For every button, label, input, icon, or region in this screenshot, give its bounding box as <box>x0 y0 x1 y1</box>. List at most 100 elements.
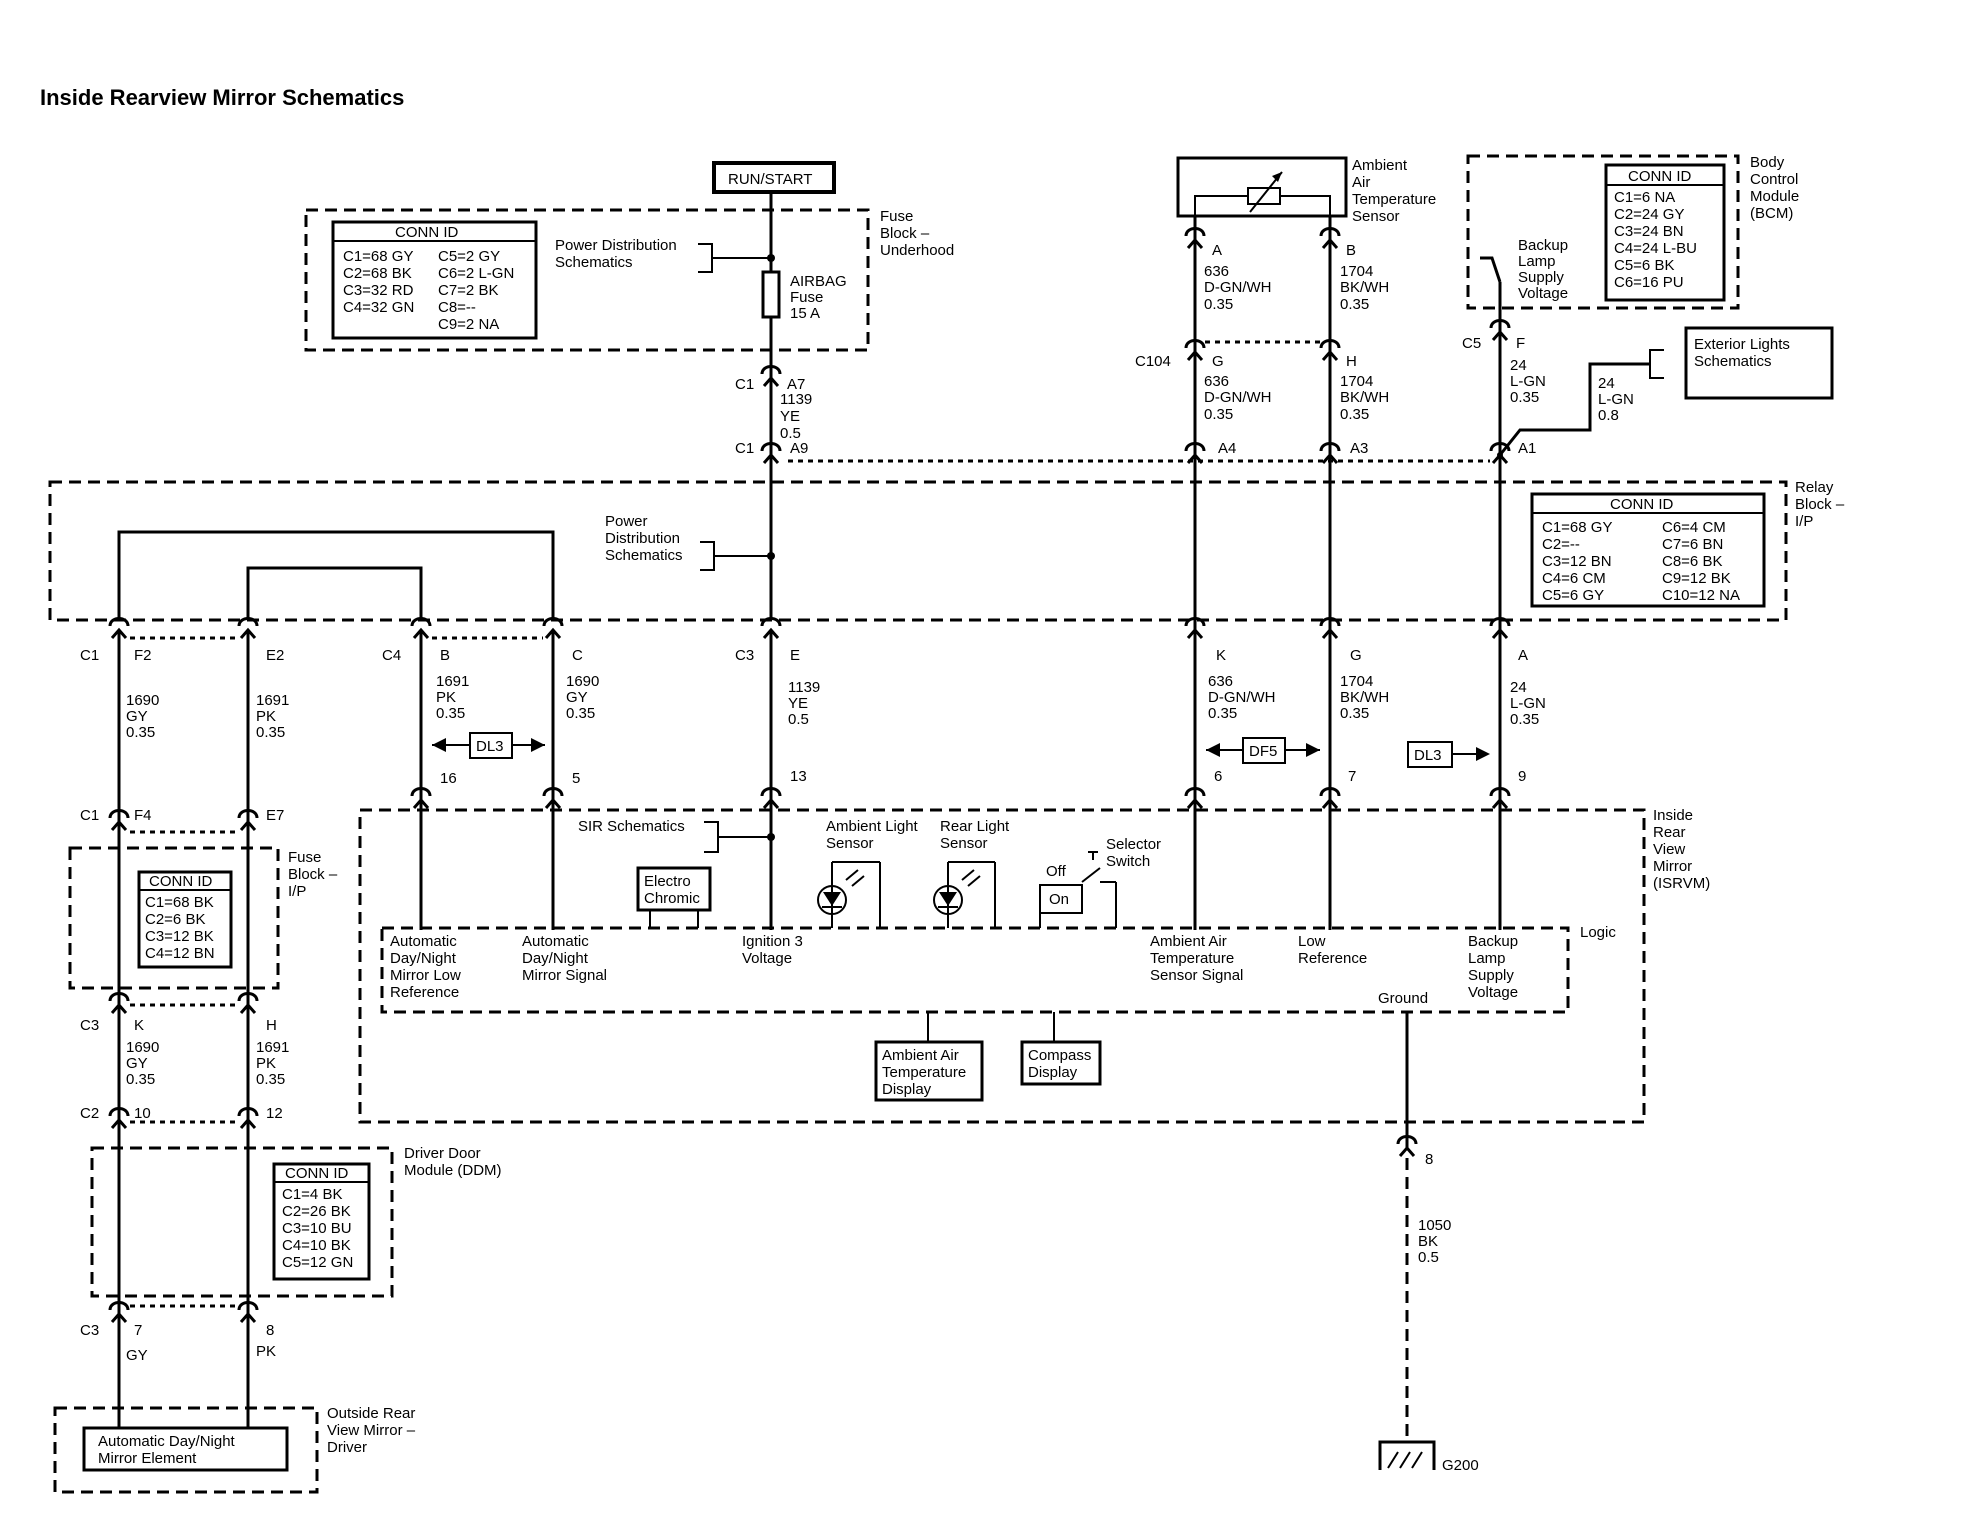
ground-wire-1: 1050 <box>1418 1217 1451 1234</box>
df5-label: DF5 <box>1249 743 1277 760</box>
ambient-sensor-label-1: Ambient <box>1352 157 1408 174</box>
ambient-sensor-label-3: Temperature <box>1352 191 1436 208</box>
w-a-3: 0.35 <box>1510 711 1539 728</box>
conn-underhood-c3: C3=32 RD <box>343 282 414 299</box>
fuse-block-ip: CONN ID C1=68 BK C2=6 BK C3=12 BK C4=12 … <box>68 846 338 990</box>
isrvm-pin-5: 5 <box>572 770 580 787</box>
relay-c1-label: C1 <box>80 647 99 664</box>
sensor-pin-a: A <box>1212 242 1222 259</box>
dl3-left-label: DL3 <box>476 738 504 755</box>
ambient-light-2: Sensor <box>826 835 874 852</box>
fbip-wk-2: GY <box>126 1055 148 1072</box>
selector-switch-icon <box>1081 851 1101 883</box>
pin-a: A <box>1518 647 1528 664</box>
ddm-pin-8: 8 <box>266 1322 274 1339</box>
conn-id-bcm-title: CONN ID <box>1628 168 1692 185</box>
pin-g: G <box>1350 647 1362 664</box>
bcm-backup-3: Supply <box>1518 269 1564 286</box>
w-e2-2: PK <box>256 708 276 725</box>
amb-sig-3: Sensor Signal <box>1150 967 1243 984</box>
pin-k-fbip: K <box>134 1017 144 1034</box>
ddm-label-1: Driver Door <box>404 1145 481 1162</box>
w-b-2: PK <box>436 689 456 706</box>
conn-ddm-c4: C4=10 BK <box>282 1237 351 1254</box>
fbip-label-2: Block – <box>288 866 338 883</box>
ddm-label-2: Module (DDM) <box>404 1162 502 1179</box>
w-k-1: 636 <box>1208 673 1233 690</box>
fbip-wh-3: 0.35 <box>256 1071 285 1088</box>
w-e2-3: 0.35 <box>256 724 285 741</box>
sensor-pin-b: B <box>1346 242 1356 259</box>
relay-c3-label: C3 <box>735 647 754 664</box>
c5-wire-2: L-GN <box>1510 373 1546 390</box>
fbip-wk-1: 1690 <box>126 1039 159 1056</box>
conn-relay-c8: C8=6 BK <box>1662 553 1722 570</box>
ground-wire-2: BK <box>1418 1233 1438 1250</box>
pin-a7: A7 <box>787 376 805 393</box>
dl3-indicator-right: DL3 <box>1407 741 1490 768</box>
sensor-wire-b-2: BK/WH <box>1340 279 1389 296</box>
sig-sig-1: Automatic <box>522 933 589 950</box>
outside-mirror-label-3: Driver <box>327 1439 367 1456</box>
c104-wire-h-2: BK/WH <box>1340 389 1389 406</box>
fbip-wh-1: 1691 <box>256 1039 289 1056</box>
relay-block-label-3: I/P <box>1795 513 1813 530</box>
electro-chromic-box <box>636 866 712 912</box>
rear-light-1: Rear Light <box>940 818 1010 835</box>
conn-underhood-c4: C4=32 GN <box>343 299 414 316</box>
fbip-label-3: I/P <box>288 883 306 900</box>
w-g-1: 1704 <box>1340 673 1373 690</box>
fbip-wh-2: PK <box>256 1055 276 1072</box>
airbag-fuse-label-3: 15 A <box>790 305 820 322</box>
electro-chromic-2: Chromic <box>644 890 700 907</box>
c104-label: C104 <box>1135 353 1171 370</box>
relay-block-label-2: Block – <box>1795 496 1845 513</box>
sig-low-1: Automatic <box>390 933 457 950</box>
pin-a4: A4 <box>1218 440 1236 457</box>
sig-low-3: Mirror Low <box>390 967 461 984</box>
ign-2: Voltage <box>742 950 792 967</box>
pin-k: K <box>1216 647 1226 664</box>
conn-relay-c6: C6=4 CM <box>1662 519 1726 536</box>
exterior-lights-1: Exterior Lights <box>1694 336 1790 353</box>
airbag-fuse-label-2: Fuse <box>790 289 823 306</box>
pin-e: E <box>790 647 800 664</box>
conn-bcm-c6: C6=16 PU <box>1614 274 1684 291</box>
ign-1: Ignition 3 <box>742 933 803 950</box>
conn-id-relay-title: CONN ID <box>1610 496 1674 513</box>
outside-rear-view-mirror: Automatic Day/Night Mirror Element Outsi… <box>53 1405 416 1494</box>
dl3-right-label: DL3 <box>1414 747 1442 764</box>
sig-sig-3: Mirror Signal <box>522 967 607 984</box>
conn-fbip-c3: C3=12 BK <box>145 928 214 945</box>
isrvm-label-2: Rear <box>1653 824 1686 841</box>
rear-light-sensor-icon <box>933 885 963 915</box>
isrvm-label-4: Mirror <box>1653 858 1692 875</box>
conn-ddm-c3: C3=10 BU <box>282 1220 352 1237</box>
inside-rear-view-mirror: Inside Rear View Mirror (ISRVM) SIR Sche… <box>358 807 1710 1124</box>
conn-relay-c10: C10=12 NA <box>1662 587 1740 604</box>
c104-wire-g-1: 636 <box>1204 373 1229 390</box>
body-control-module: CONN ID C1=6 NA C2=24 GY C3=24 BN C4=24 … <box>1466 154 1799 310</box>
fuse-block-underhood-label-1: Fuse <box>880 208 913 225</box>
isrvm-pin-16: 16 <box>440 770 457 787</box>
run-start-label: RUN/START <box>728 171 812 188</box>
page-title: Inside Rearview Mirror Schematics <box>40 85 404 110</box>
sir-schematics: SIR Schematics <box>578 818 685 835</box>
c104-wire-h-1: 1704 <box>1340 373 1373 390</box>
ddm-c3-label: C3 <box>80 1322 99 1339</box>
ddm-pin-10: 10 <box>134 1105 151 1122</box>
w-k-3: 0.35 <box>1208 705 1237 722</box>
ground-pin-8: 8 <box>1425 1151 1433 1168</box>
conn-underhood-c5: C5=2 GY <box>438 248 500 265</box>
isrvm-pin-7: 7 <box>1348 768 1356 785</box>
selector-switch-1: Selector <box>1106 836 1161 853</box>
pin-a3: A3 <box>1350 440 1368 457</box>
airbag-fuse <box>761 270 781 319</box>
w-c-1: 1690 <box>566 673 599 690</box>
amb-sig-1: Ambient Air <box>1150 933 1227 950</box>
electro-chromic-1: Electro <box>644 873 691 890</box>
outside-mirror-label-2: View Mirror – <box>327 1422 416 1439</box>
ground-icon <box>1378 1440 1436 1470</box>
selector-switch-2: Switch <box>1106 853 1150 870</box>
conn-underhood-c6: C6=2 L-GN <box>438 265 514 282</box>
